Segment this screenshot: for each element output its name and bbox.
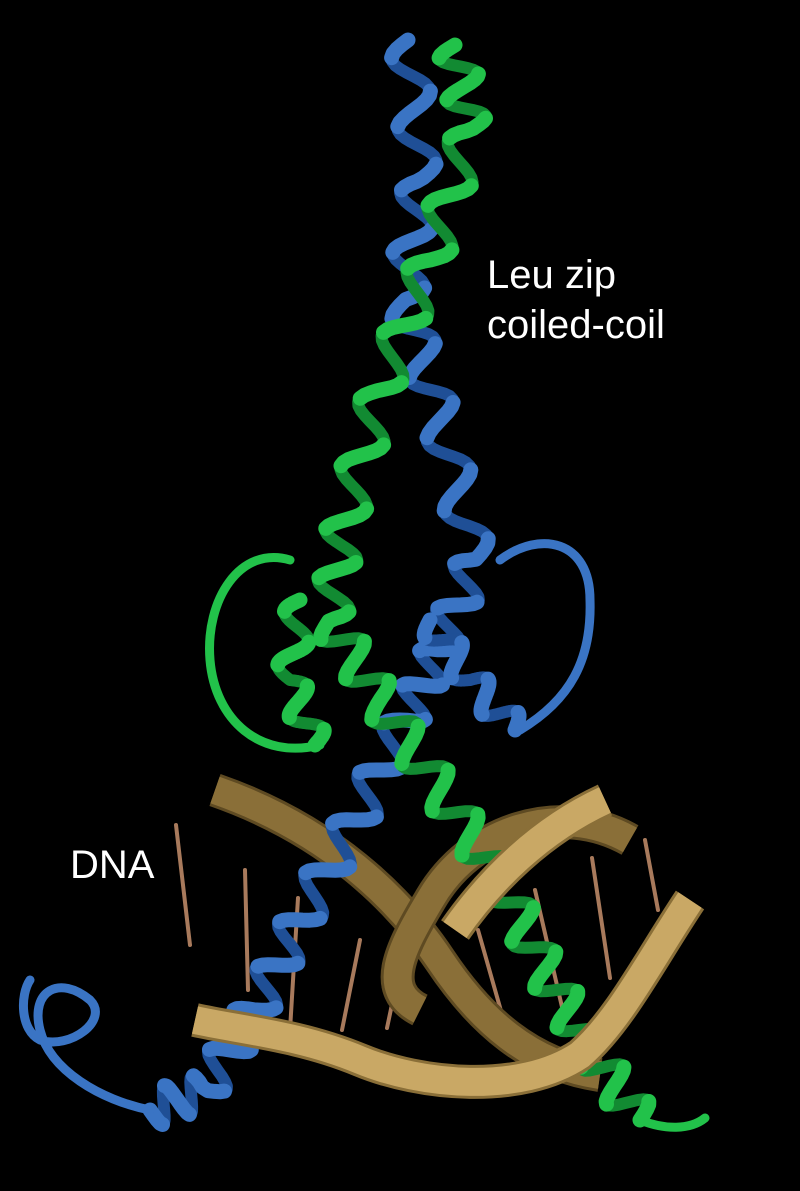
green-short-helix-front-segment <box>281 678 315 725</box>
blue-short-helix-front-segment <box>416 612 438 646</box>
green-helix-back-segment <box>434 54 483 78</box>
green-short-helix-front-segment <box>307 721 332 753</box>
blue-helix-front-segment <box>352 760 409 780</box>
dna-strand-front <box>191 892 702 1096</box>
green-helix-back-segment <box>400 266 435 321</box>
blue-helix-front-segment <box>157 1078 197 1122</box>
green-helix-front-segment <box>394 718 426 771</box>
blue-helix-front-segment <box>250 955 306 974</box>
dna-base-pair <box>590 856 612 980</box>
blue-helix-back-segment <box>386 55 435 94</box>
green-c-terminal-tail <box>635 1113 710 1132</box>
dna-label: DNA <box>70 843 155 887</box>
blue-n-terminal-loop <box>18 975 155 1115</box>
green-helix-front-segment <box>431 37 463 66</box>
green-helix-front-segment <box>313 604 357 647</box>
green-helix-back-segment <box>341 672 393 688</box>
blue-helix-back-segment <box>391 124 443 166</box>
green-helix-back-segment <box>421 203 459 252</box>
green-helix-front-segment <box>318 501 375 536</box>
blue-short-helix-front-segment <box>473 671 497 722</box>
green-helix-back-segment <box>367 715 423 730</box>
blue-helix-front-segment <box>395 676 450 694</box>
green-helix-front-segment <box>504 900 541 949</box>
blue-helix-back-segment <box>351 768 384 820</box>
blue-helix-front-segment <box>447 531 496 571</box>
dna-strand-back <box>210 776 603 1089</box>
green-helix-back-segment <box>428 805 482 820</box>
blue-helix-front-segment <box>401 336 443 385</box>
green-helix-back-segment <box>317 632 369 648</box>
blue-helix-front-segment <box>390 83 438 135</box>
green-helix-back-segment <box>506 938 561 956</box>
green-helix-front-segment <box>527 944 564 996</box>
green-helix-front-segment <box>364 673 397 727</box>
blue-helix-back-segment <box>325 820 357 870</box>
leucine-zipper-label-line1: Leu zip <box>487 253 616 297</box>
blue-helix-front-segment <box>298 859 358 881</box>
green-helix-front-segment <box>439 66 486 108</box>
green-helix-back-segment <box>396 760 453 775</box>
dna-backbone-strand-front <box>191 784 705 1099</box>
green-helix-back-segment <box>352 395 391 448</box>
green-helix-front-segment <box>311 555 364 586</box>
blue-helix-front-segment <box>226 1000 284 1018</box>
blue-helix-back-segment <box>421 436 476 472</box>
blue-helix-front-segment <box>385 221 440 260</box>
dna-base-pair <box>643 838 660 912</box>
blue-short-helix-front-segment <box>443 635 470 686</box>
dna-base-pair <box>340 938 362 1032</box>
leucine-zipper-label: Leu zip coiled-coil <box>487 250 665 350</box>
green-helix-back-segment <box>530 982 582 998</box>
blue-helix-front-segment <box>419 395 461 446</box>
blue-short-helix-front-segment <box>507 705 527 738</box>
green-helix-front-segment <box>420 178 479 213</box>
green-helix-front-segment <box>333 437 392 474</box>
dna-base-pair <box>243 868 250 992</box>
blue-helix-front-segment <box>272 910 328 930</box>
leucine-zipper-label-line2: coiled-coil <box>487 303 665 347</box>
green-helix-back-segment <box>375 330 410 385</box>
blue-helix-front-segment <box>202 1040 259 1060</box>
green-helix-back-segment <box>334 463 373 511</box>
green-helix-back-segment <box>311 574 356 615</box>
green-helix-front-segment <box>376 310 434 340</box>
green-helix-back-segment <box>441 135 479 189</box>
blue-helix-front-segment <box>430 594 485 616</box>
green-short-helix-front-segment <box>277 592 308 619</box>
green-helix-front-segment <box>549 984 586 1035</box>
blue-helix-front-segment <box>384 32 416 66</box>
green-helix-back-segment <box>319 525 364 566</box>
green-helix-front-segment <box>454 806 486 863</box>
green-helix-front-segment <box>338 633 372 687</box>
green-helix-front-segment <box>598 1059 632 1112</box>
blue-helix-front-segment <box>436 462 479 519</box>
blue-helix-back-segment <box>298 869 330 922</box>
blue-helix-front-segment <box>185 1068 232 1100</box>
blue-helix-back-segment <box>249 962 284 1012</box>
green-short-helix-front-segment <box>270 634 317 673</box>
blue-helix-back-segment <box>404 375 459 405</box>
green-helix-front-segment <box>442 110 493 146</box>
green-helix-front-segment <box>424 762 456 819</box>
green-helix-front-segment <box>352 375 409 406</box>
protein-chain-blue <box>18 32 595 1132</box>
blue-helix-back-segment <box>439 508 493 541</box>
green-side-loop <box>205 553 325 753</box>
green-helix-front-segment <box>400 242 460 276</box>
dna-strand-front-upper <box>443 787 611 939</box>
dna-base-pair <box>174 823 192 947</box>
blue-helix-front-segment <box>394 156 444 198</box>
blue-side-loop <box>495 539 595 735</box>
blue-helix-front-segment <box>325 809 384 831</box>
blue-helix-back-segment <box>447 560 485 606</box>
